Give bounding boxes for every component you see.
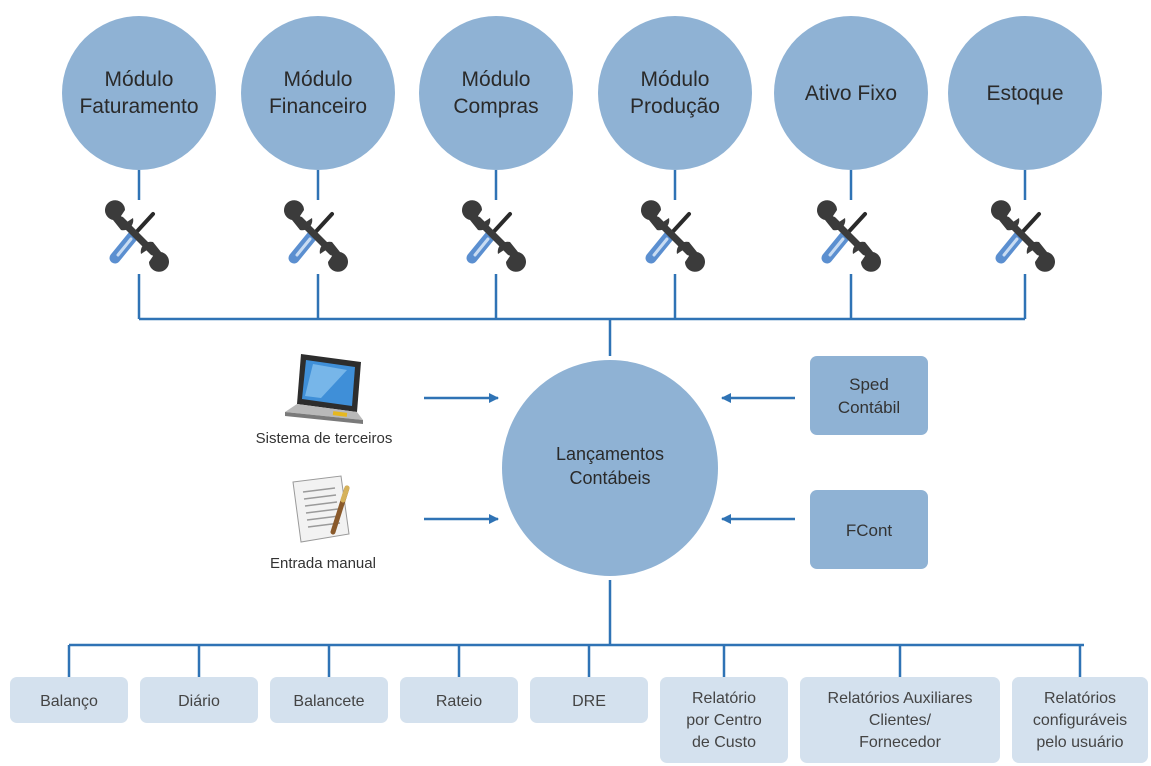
module-circle bbox=[419, 16, 573, 170]
third-party-label: Sistema de terceiros bbox=[256, 430, 393, 447]
fcont-box bbox=[810, 490, 928, 569]
tools-icon bbox=[462, 200, 526, 272]
output-label-line: Relatórios bbox=[1044, 690, 1116, 707]
module-row: MóduloFaturamentoMóduloFinanceiroMóduloC… bbox=[62, 16, 1102, 319]
output-label-line: Diário bbox=[178, 693, 220, 710]
output-box bbox=[1012, 677, 1148, 763]
output-box bbox=[140, 677, 258, 723]
right-input-sped: Sped Contábil bbox=[810, 356, 928, 435]
sped-label-line1: Sped bbox=[849, 375, 889, 394]
module-circle bbox=[948, 16, 1102, 170]
module-circle bbox=[62, 16, 216, 170]
output-box bbox=[10, 677, 128, 723]
sped-box bbox=[810, 356, 928, 435]
tools-icon bbox=[284, 200, 348, 272]
center-circle bbox=[502, 360, 718, 576]
module-node: Ativo Fixo bbox=[774, 16, 928, 319]
document-pen-icon bbox=[292, 475, 350, 543]
output-node: Balanço bbox=[10, 645, 128, 723]
module-label-line1: Módulo bbox=[641, 68, 710, 91]
tools-icon bbox=[105, 200, 169, 272]
module-circle bbox=[598, 16, 752, 170]
output-label-line: Relatórios Auxiliares bbox=[828, 690, 973, 707]
output-label-line: Clientes/ bbox=[869, 712, 932, 729]
left-input-manual: Entrada manual bbox=[270, 475, 376, 572]
left-input-third-party: Sistema de terceiros bbox=[256, 354, 393, 447]
sped-label-line2: Contábil bbox=[838, 398, 900, 417]
output-box bbox=[270, 677, 388, 723]
output-node: Rateio bbox=[400, 645, 518, 723]
output-label-line: DRE bbox=[572, 693, 606, 710]
output-node: Relatório por Centro de Custo bbox=[660, 645, 788, 763]
right-input-fcont: FCont bbox=[810, 490, 928, 569]
module-label-line1: Módulo bbox=[462, 68, 531, 91]
output-label-line: pelo usuário bbox=[1036, 734, 1123, 751]
connectors bbox=[69, 317, 1084, 647]
module-node: Estoque bbox=[948, 16, 1102, 319]
output-label-line: de Custo bbox=[692, 734, 756, 751]
module-label-line2: Produção bbox=[630, 95, 720, 118]
output-label-line: Rateio bbox=[436, 693, 482, 710]
module-label-line1: Módulo bbox=[284, 68, 353, 91]
output-label-line: Balancete bbox=[293, 693, 364, 710]
output-label-line: por Centro bbox=[686, 712, 762, 729]
tools-icon bbox=[991, 200, 1055, 272]
output-box bbox=[800, 677, 1000, 763]
module-label-line2: Compras bbox=[453, 95, 538, 118]
fcont-label: FCont bbox=[846, 521, 893, 540]
output-node: Relatórios configuráveis pelo usuário bbox=[1012, 645, 1148, 763]
output-node: Diário bbox=[140, 645, 258, 723]
output-node: Balancete bbox=[270, 645, 388, 723]
module-label-line2: Faturamento bbox=[79, 95, 198, 118]
module-label-line2: Financeiro bbox=[269, 95, 367, 118]
output-node: DRE bbox=[530, 645, 648, 723]
tools-icon bbox=[817, 200, 881, 272]
output-label-line: Relatório bbox=[692, 690, 756, 707]
tools-icon bbox=[641, 200, 705, 272]
module-label-line1: Módulo bbox=[105, 68, 174, 91]
manual-entry-label: Entrada manual bbox=[270, 555, 376, 572]
module-label-line1: Ativo Fixo bbox=[805, 82, 897, 105]
output-label-line: Fornecedor bbox=[859, 734, 941, 751]
output-label-line: configuráveis bbox=[1033, 712, 1127, 729]
center-label-line2: Contábeis bbox=[569, 468, 650, 488]
output-row: Balanço Diário Balancete Rateio DRE Relatório… bbox=[10, 645, 1148, 763]
module-circle bbox=[774, 16, 928, 170]
module-label-line1: Estoque bbox=[986, 82, 1063, 105]
output-box bbox=[660, 677, 788, 763]
center-label-line1: Lançamentos bbox=[556, 444, 664, 464]
output-box bbox=[400, 677, 518, 723]
output-label-line: Balanço bbox=[40, 693, 98, 710]
module-circle bbox=[241, 16, 395, 170]
output-box bbox=[530, 677, 648, 723]
laptop-icon bbox=[285, 354, 363, 424]
center-node: Lançamentos Contábeis bbox=[502, 360, 718, 576]
